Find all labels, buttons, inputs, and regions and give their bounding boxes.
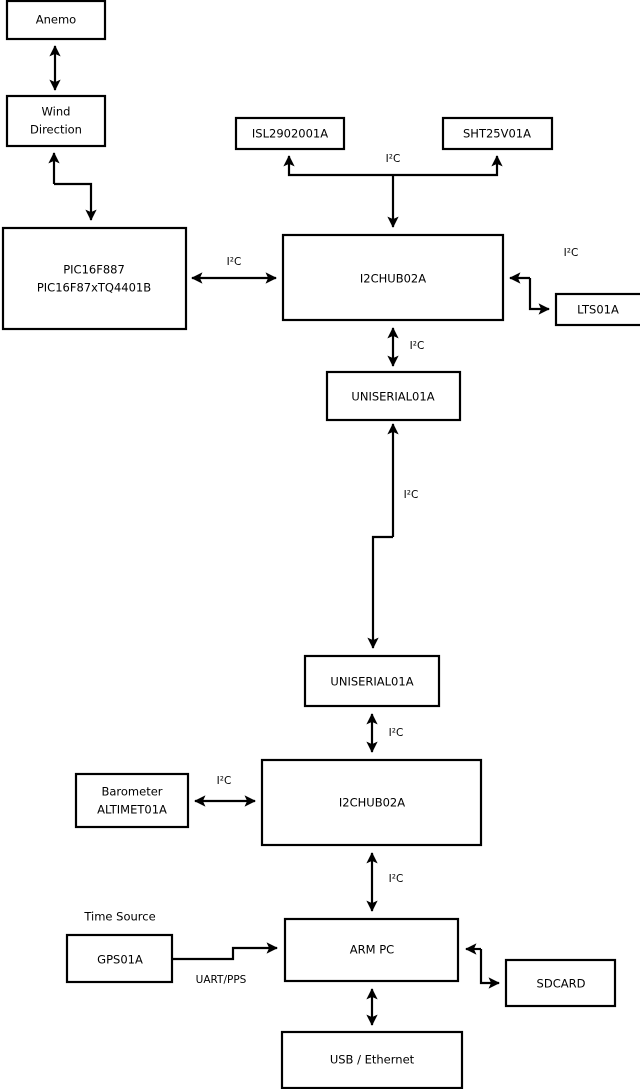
box-anemo-rect	[5, 0, 107, 41]
edge-label-uart-pps: UART/PPS	[196, 974, 247, 986]
box-sht25v01a-rect	[441, 116, 554, 151]
box-barometer-label-line2: ALTIMET01A	[97, 803, 167, 817]
connector-branch-bar-isl	[283, 155, 393, 177]
box-i2chub02a-bottom-label: I2CHUB02A	[339, 796, 405, 810]
box-arm-pc[interactable]: ARM PC	[283, 917, 460, 983]
box-i2chub02a-top[interactable]: I2CHUB02A	[281, 233, 505, 322]
box-barometer-rect	[74, 772, 190, 829]
box-isl2902001a-rect	[234, 116, 346, 151]
box-sdcard-rect	[504, 958, 617, 1008]
edge-label-i2c-uniserial-uniserial: I²C	[404, 489, 419, 501]
box-i2chub02a-bottom-rect	[260, 758, 483, 847]
box-isl2902001a-label: ISL2902001A	[252, 127, 328, 141]
box-anemo-label: Anemo	[36, 13, 76, 27]
box-pic16f887-label-line2: PIC16F87xTQ4401B	[37, 281, 151, 295]
box-isl2902001a[interactable]: ISL2902001A	[234, 116, 346, 151]
box-arm-pc-label: ARM PC	[350, 943, 394, 957]
box-pic16f887-label-line1: PIC16F887	[63, 263, 125, 277]
box-sht25v01a-label: SHT25V01A	[463, 127, 531, 141]
connector-uniserial-jog	[367, 535, 393, 649]
edge-label-i2c-hubbot-armpc: I²C	[389, 873, 404, 885]
edge-label-i2c-uniserialbot-hubbot: I²C	[389, 727, 404, 739]
edge-label-i2c-hubtop-lts: I²C	[564, 247, 579, 259]
box-uniserial01a-bottom[interactable]: UNISERIAL01A	[303, 654, 441, 708]
box-lts01a-rect	[554, 292, 640, 327]
box-wind-direction-label-line1: Wind	[42, 105, 71, 119]
box-uniserial01a-bottom-label: UNISERIAL01A	[330, 675, 413, 689]
edge-label-i2c-pic-hubtop: I²C	[227, 256, 242, 268]
box-pic16f887[interactable]: PIC16F887 PIC16F87xTQ4401B	[1, 226, 188, 331]
box-lts01a[interactable]: LTS01A	[554, 292, 640, 327]
box-uniserial01a-top[interactable]: UNISERIAL01A	[325, 370, 462, 422]
box-barometer[interactable]: Barometer ALTIMET01A	[74, 772, 190, 829]
box-i2chub02a-bottom[interactable]: I2CHUB02A	[260, 758, 483, 847]
edge-label-i2c-isl-sht: I²C	[386, 153, 401, 165]
box-gps01a-label: GPS01A	[97, 953, 143, 967]
box-wind-direction-label-line2: Direction	[30, 123, 82, 137]
box-sdcard[interactable]: SDCARD	[504, 958, 617, 1008]
box-usb-ethernet-label: USB / Ethernet	[330, 1053, 415, 1067]
box-gps01a[interactable]: GPS01A	[65, 933, 174, 984]
box-i2chub02a-top-label: I2CHUB02A	[360, 272, 426, 286]
box-uniserial01a-top-label: UNISERIAL01A	[351, 390, 434, 404]
connector-gps-armpc	[172, 942, 278, 961]
box-sht25v01a[interactable]: SHT25V01A	[441, 116, 554, 151]
connector-branch-bar-sht	[393, 155, 503, 177]
connector-wind-pic-jog	[54, 182, 97, 221]
box-barometer-label-line1: Barometer	[101, 785, 162, 799]
box-uniserial01a-bottom-rect	[303, 654, 441, 708]
connector-armpc-sdcard-out	[479, 949, 500, 989]
edge-label-i2c-hubtop-uniserial: I²C	[410, 340, 425, 352]
box-usb-ethernet-rect	[280, 1030, 464, 1089]
box-arm-pc-rect	[283, 917, 460, 983]
box-usb-ethernet[interactable]: USB / Ethernet	[280, 1030, 464, 1089]
box-uniserial01a-top-rect	[325, 370, 462, 422]
box-pic16f887-rect	[1, 226, 188, 331]
box-lts01a-label: LTS01A	[577, 303, 619, 317]
box-wind-direction-rect	[5, 94, 107, 148]
box-gps01a-rect	[65, 933, 174, 984]
box-sdcard-label: SDCARD	[537, 977, 586, 991]
edge-label-i2c-barometer-hubbot: I²C	[217, 775, 232, 787]
box-anemo[interactable]: Anemo	[5, 0, 107, 41]
box-wind-direction[interactable]: Wind Direction	[5, 94, 107, 148]
box-i2chub02a-top-rect	[281, 233, 505, 322]
connector-hubtop-lts-out	[528, 278, 550, 315]
label-time-source: Time Source	[83, 910, 155, 924]
